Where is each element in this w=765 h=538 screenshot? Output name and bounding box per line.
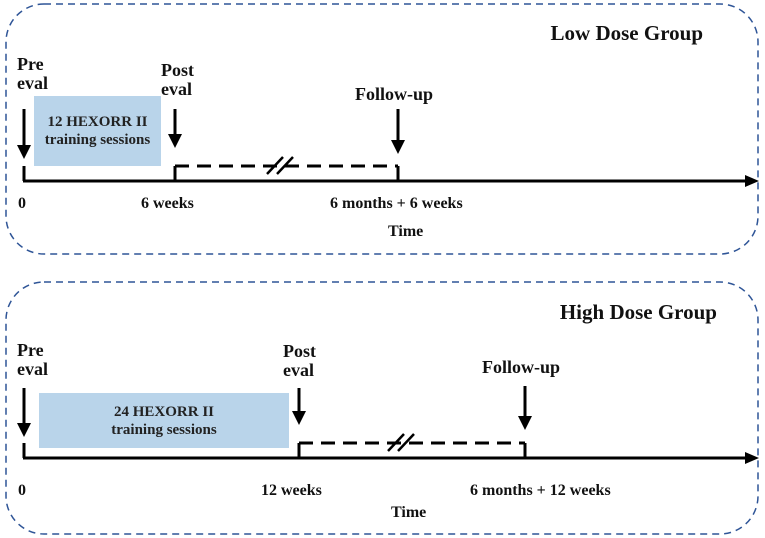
break-mark-2 <box>397 433 415 452</box>
pre-eval-label: Pre eval <box>17 340 48 379</box>
followup-arrow <box>391 109 405 154</box>
sessions-box-text: 12 HEXORR II training sessions <box>44 114 151 148</box>
timeline-arrowhead <box>745 452 759 464</box>
tick-label-followup: 6 months + 6 weeks <box>330 195 463 212</box>
group-title: High Dose Group <box>559 300 717 324</box>
break-mark-2 <box>276 156 294 175</box>
panel-border <box>5 3 759 255</box>
followup-label: Follow-up <box>355 84 434 104</box>
post-eval-arrow <box>292 388 306 425</box>
sessions-box <box>34 96 161 166</box>
break-mark-1 <box>387 433 405 452</box>
low-dose-panel: Low Dose Group Pre eval Post eval Follow… <box>5 3 759 255</box>
pre-eval-arrow <box>17 388 31 437</box>
tick-label-followup: 6 months + 12 weeks <box>470 482 611 499</box>
pre-eval-arrow <box>17 109 31 159</box>
high-dose-panel: High Dose Group Pre eval Post eval Follo… <box>5 281 759 535</box>
tick-label-start: 0 <box>18 195 26 212</box>
followup-arrow <box>518 386 532 430</box>
sessions-box <box>39 393 289 448</box>
high-dose-diagram <box>5 281 759 535</box>
tick-label-start: 0 <box>18 482 26 499</box>
axis-label-time: Time <box>388 223 424 240</box>
axis-label-time: Time <box>391 504 427 521</box>
tick-label-post: 12 weeks <box>261 482 322 499</box>
group-title: Low Dose Group <box>550 21 703 45</box>
followup-label: Follow-up <box>482 357 561 377</box>
panel-border <box>5 281 759 535</box>
low-dose-diagram <box>5 3 759 255</box>
post-eval-label: Post eval <box>161 60 194 99</box>
pre-eval-label: Pre eval <box>17 54 48 93</box>
timeline-arrowhead <box>745 175 759 187</box>
post-eval-arrow <box>168 109 182 148</box>
break-mark-1 <box>266 156 284 175</box>
tick-label-post: 6 weeks <box>141 195 194 212</box>
sessions-box-text: 24 HEXORR II training sessions <box>111 403 217 438</box>
post-eval-label: Post eval <box>283 341 316 380</box>
